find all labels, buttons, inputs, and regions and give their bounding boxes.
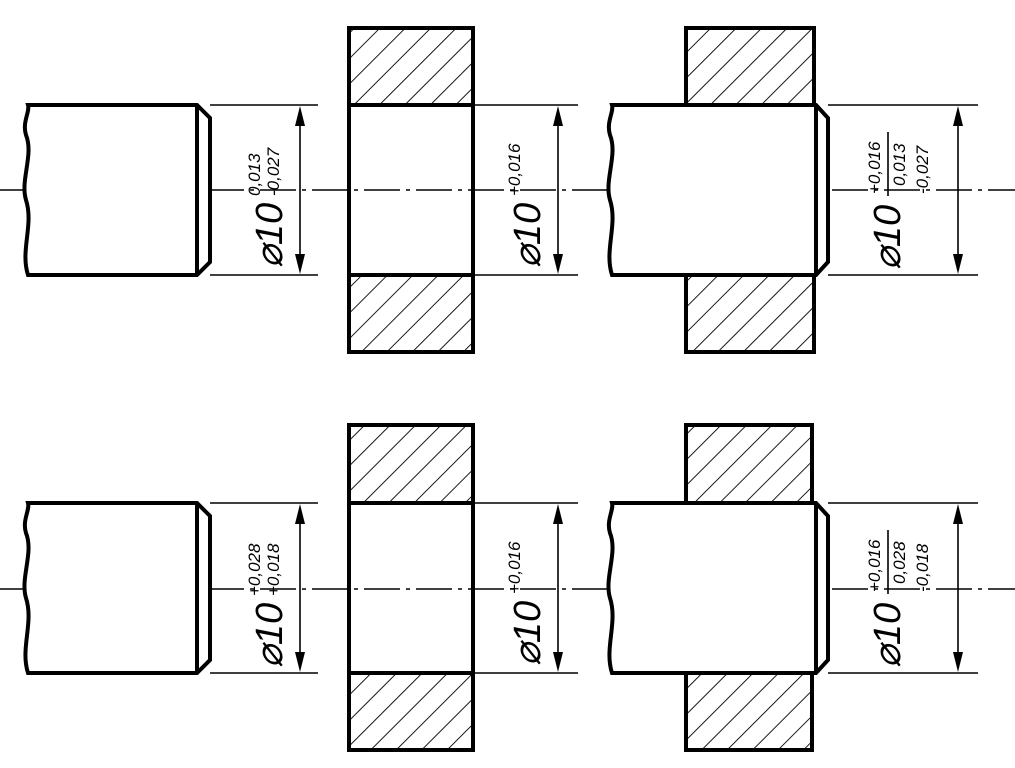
row-2-hole-top-section	[347, 423, 475, 505]
row-1-hole-upper-tol: +0,016	[505, 143, 524, 196]
row-2-hole-part: ⌀10 +0,016	[347, 423, 578, 752]
row-2-shaft: ⌀10 +0,028 +0,018	[22, 501, 318, 675]
row-2-shaft-nominal: ⌀10	[249, 603, 291, 668]
row-2-shaft-body	[22, 501, 212, 675]
row-1-shaft-upper-tol: 0,013	[245, 153, 264, 196]
row-1-fit-bottom-section	[684, 273, 816, 354]
row-1-fit-shaft-body	[606, 103, 830, 277]
row-2-fit-hole-tol: +0,016	[865, 539, 884, 592]
row-1-fit-shaft-lower-tol: -0,027	[913, 145, 932, 194]
row-2-fit-shaft-lower-tol: -0,018	[913, 543, 932, 592]
row-1-hole-part: ⌀10 +0,016	[347, 26, 578, 354]
row-1-hole-top-section	[347, 26, 475, 107]
row-1-shaft: ⌀10 0,013 -0,027	[22, 103, 318, 277]
row-2-shaft-lower-tol: +0,018	[264, 543, 283, 596]
row-2-fit-shaft-body	[606, 501, 830, 675]
row-1-shaft-nominal: ⌀10	[249, 203, 291, 268]
row-2-hole-upper-tol: +0,016	[505, 541, 524, 594]
row-1-shaft-lower-tol: -0,027	[264, 147, 283, 196]
row-1-fit-shaft-upper-tol: 0,013	[890, 143, 909, 186]
row-2-shaft-upper-tol: +0,028	[245, 543, 264, 596]
row-2-fit-assembly: ⌀10 +0,016 0,028 -0,018	[606, 423, 978, 752]
row-1-shaft-body	[22, 103, 212, 277]
row-1-fit-top-section	[684, 26, 816, 107]
row-2: ⌀10 +0,028 +0,018 ⌀10 +0,016	[0, 423, 1015, 752]
row-2-fit-nominal: ⌀10	[867, 603, 909, 668]
row-1: ⌀10 0,013 -0,027 ⌀10 +0,016	[0, 26, 1015, 354]
row-2-fit-bottom-section	[684, 671, 814, 752]
row-1-fit-nominal: ⌀10	[867, 205, 909, 270]
row-2-fit-shaft-upper-tol: 0,028	[890, 541, 909, 584]
row-1-hole-bore	[347, 103, 475, 277]
row-2-hole-bottom-section	[347, 671, 475, 752]
row-1-hole-bottom-section	[347, 273, 475, 354]
row-1-fit-assembly: ⌀10 +0,016 0,013 -0,027	[606, 26, 978, 354]
row-2-hole-bore	[347, 501, 475, 675]
row-1-fit-hole-tol: +0,016	[865, 141, 884, 194]
row-2-hole-nominal: ⌀10	[507, 601, 549, 666]
row-2-fit-top-section	[684, 423, 814, 505]
row-1-hole-nominal: ⌀10	[507, 203, 549, 268]
